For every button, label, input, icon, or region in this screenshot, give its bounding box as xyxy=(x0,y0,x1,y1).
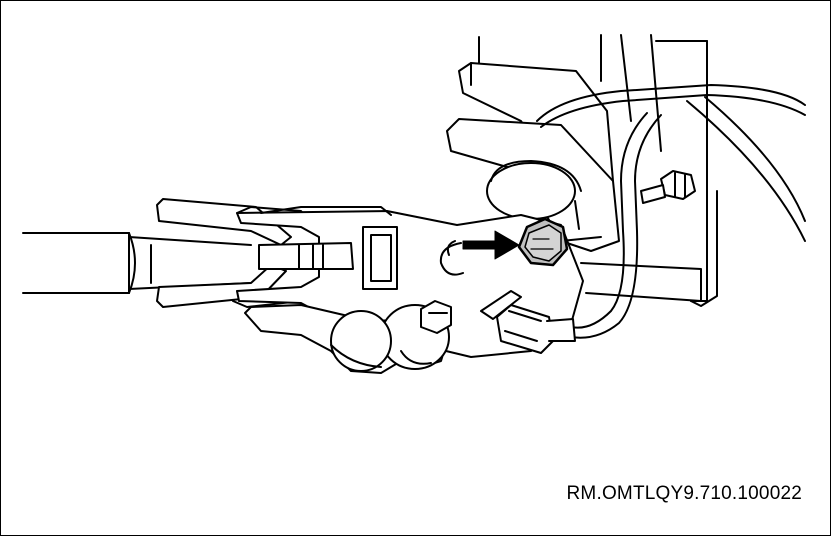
cable-sheath xyxy=(22,232,252,294)
arrow-right-icon xyxy=(462,230,520,260)
collar-boss xyxy=(486,160,582,230)
lower-drum xyxy=(244,304,450,374)
reference-code: RM.OMTLQY9.710.100022 xyxy=(566,483,802,504)
side-bolt xyxy=(640,170,696,204)
nut-icon xyxy=(517,217,569,267)
right-support xyxy=(560,236,702,302)
lower-bolt xyxy=(420,300,452,334)
brake-hose xyxy=(480,84,806,354)
